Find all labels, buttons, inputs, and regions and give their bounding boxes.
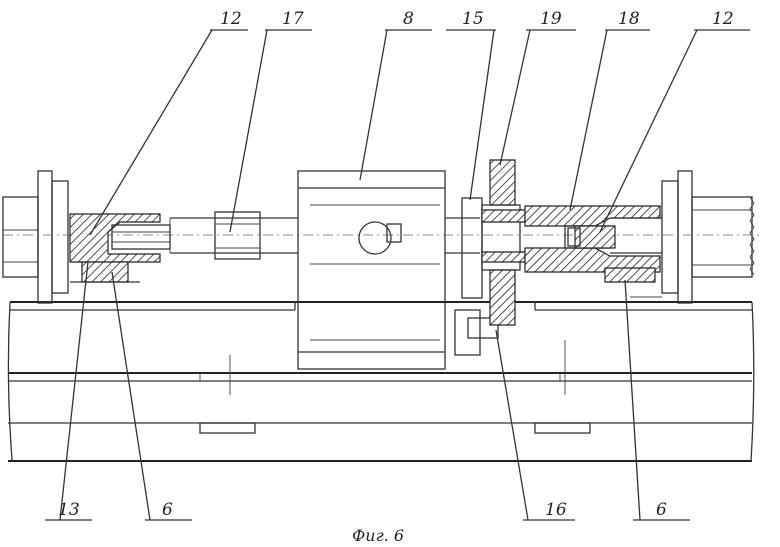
right-hub: [524, 205, 661, 283]
label-8: 8: [403, 9, 414, 29]
label-6-left: 6: [162, 500, 173, 520]
label-15: 15: [462, 9, 484, 29]
label-6-right: 6: [656, 500, 667, 520]
base-frame: [7, 301, 755, 462]
coupling-17: [214, 211, 261, 260]
label-19: 19: [540, 9, 562, 29]
figure-caption: Фиг. 6: [352, 526, 404, 545]
leader-lines: [45, 29, 750, 521]
label-17: 17: [282, 9, 304, 29]
label-18: 18: [618, 9, 640, 29]
left-hub: [69, 213, 171, 283]
label-13: 13: [58, 500, 80, 520]
left-end-plate: [2, 170, 69, 304]
label-16: 16: [545, 500, 567, 520]
gear-assembly: [454, 159, 526, 356]
housing-8: [297, 170, 446, 370]
right-end-plate: [630, 170, 755, 304]
label-12-right: 12: [712, 9, 734, 29]
label-12-left: 12: [220, 9, 242, 29]
